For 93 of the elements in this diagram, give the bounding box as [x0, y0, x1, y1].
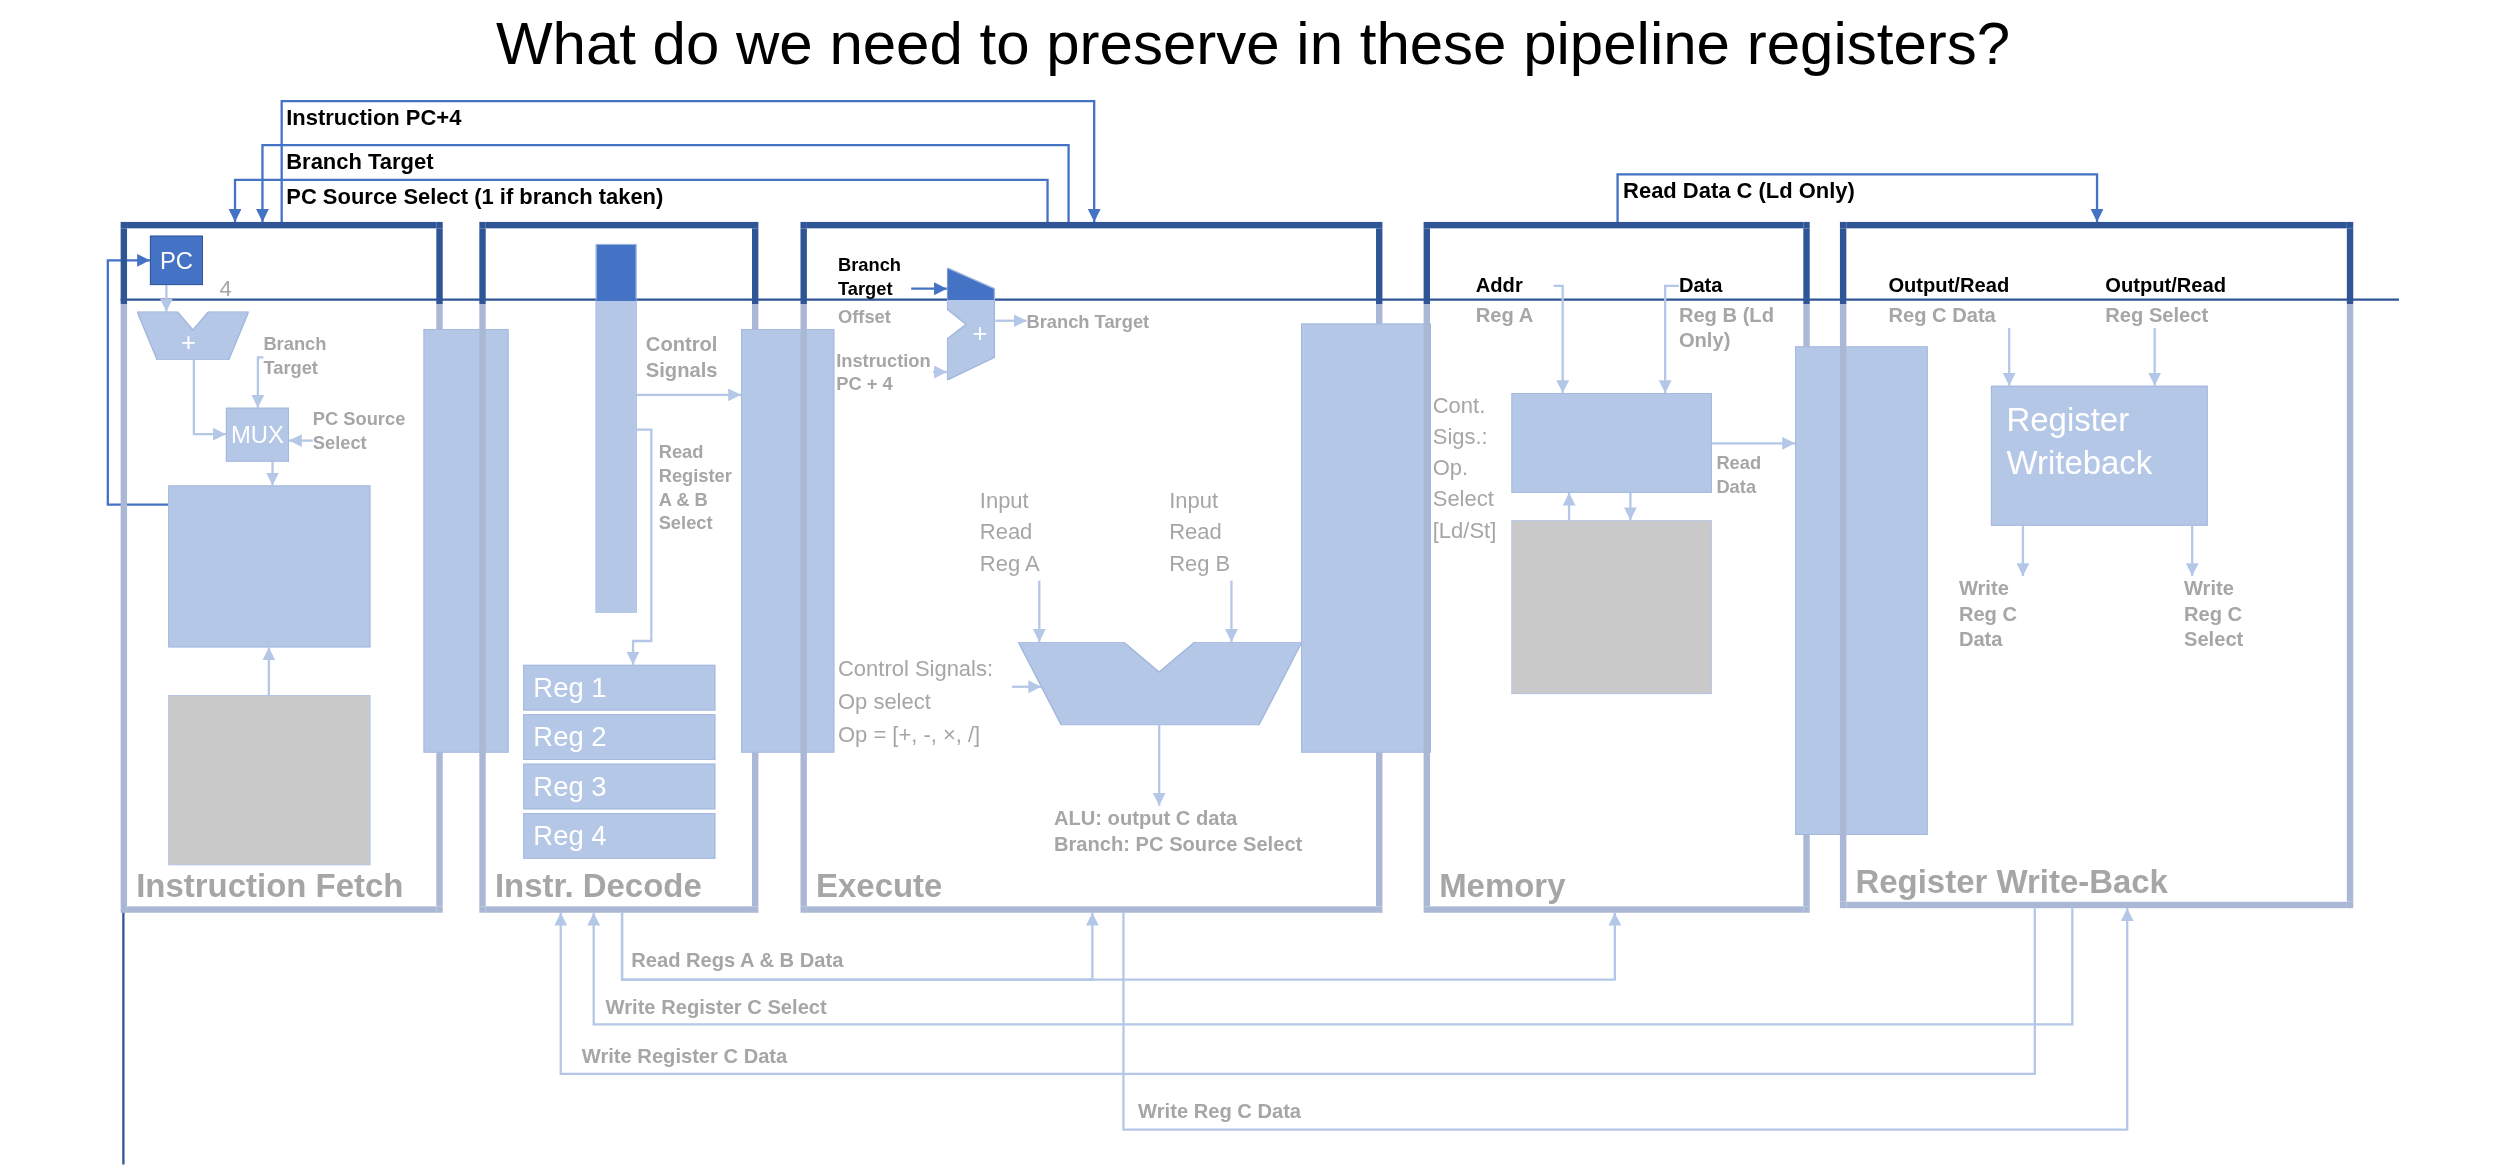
memory-box	[168, 695, 371, 866]
signal-label: Offset	[838, 305, 891, 329]
signal-label: Reg B (Ld Only)	[1678, 302, 1775, 354]
signal-label: Output/Read	[2105, 273, 2227, 299]
arrow	[1562, 492, 1576, 521]
alu-symbol	[1018, 641, 1302, 726]
signal-label: Input Read Reg B	[1169, 485, 1243, 581]
stage-box	[1839, 221, 2354, 909]
signal-label: Op = [+, -, ×, /]	[838, 720, 981, 749]
signal-label: Cont. Sigs.: Op. Select [Ld/St]	[1432, 392, 1498, 545]
arrow	[911, 282, 947, 296]
arrow	[554, 908, 2036, 1075]
stage-title: Register Write-Back	[1855, 863, 2168, 900]
arrow	[636, 388, 741, 402]
signal-label: Op select	[838, 687, 931, 716]
arrow	[995, 314, 1027, 328]
arrow	[2148, 328, 2162, 386]
process-box	[1990, 385, 2208, 526]
mux-box	[225, 407, 289, 462]
signal-label: Instruction PC + 4	[836, 348, 934, 396]
arrow	[160, 285, 173, 312]
arrow	[1152, 725, 1166, 806]
stage-title: Memory	[1439, 867, 1566, 905]
decoder-bar	[595, 243, 637, 613]
arrow	[2002, 328, 2016, 386]
arrow	[1658, 284, 1679, 394]
signal-label: Write Reg C Select	[2183, 576, 2262, 653]
arrow	[933, 365, 947, 379]
box-label: MUX	[231, 420, 284, 449]
pipeline-register-bar	[423, 329, 509, 753]
arrow	[1624, 492, 1637, 521]
pipeline-register-bar	[1795, 346, 1928, 835]
arrow	[1122, 908, 2134, 1131]
arrow	[1032, 580, 1046, 642]
constant-label: 4	[219, 274, 232, 303]
register-box	[523, 714, 716, 760]
stage-title: Instruction Fetch	[136, 867, 404, 905]
box-label: Reg 2	[533, 720, 607, 754]
box-label: Reg 1	[533, 671, 607, 705]
box-label: Reg 4	[533, 819, 607, 853]
arrow	[262, 647, 276, 695]
box-label: PC	[159, 246, 193, 275]
signal-label: PC Source Select	[312, 406, 416, 475]
plus-sign: +	[972, 320, 988, 347]
box-label: Register Writeback	[2006, 400, 2154, 483]
plus-sign: +	[181, 329, 196, 356]
arrow	[1011, 680, 1042, 694]
register-box	[523, 813, 716, 859]
arrow	[2185, 525, 2199, 577]
adder-symbol	[137, 311, 249, 361]
signal-label: ALU: output C data	[1053, 805, 1238, 832]
arrow	[2016, 525, 2030, 577]
signal-label: Branch Target	[838, 253, 903, 301]
arrow	[1553, 284, 1570, 394]
arrow	[192, 360, 226, 441]
register-box	[523, 763, 716, 810]
signal-label: Reg C Data	[1888, 302, 1996, 329]
signal-label: Input Read Reg A	[979, 485, 1054, 581]
arrow	[1711, 436, 1796, 450]
stage-title: Instr. Decode	[494, 867, 702, 905]
arrow	[106, 253, 169, 506]
register-box	[523, 664, 716, 711]
arrow	[1225, 580, 1238, 642]
stage-title: Execute	[816, 867, 943, 905]
process-box	[168, 485, 371, 648]
arrow	[289, 434, 313, 447]
memory-box	[1511, 520, 1712, 695]
signal-label: Reg Select	[2105, 302, 2209, 329]
signal-label: Branch Target	[1026, 309, 1164, 334]
signal-label: Branch: PC Source Select	[1053, 831, 1303, 857]
slide-title: What do we need to preserve in these pipeline registers?	[495, 9, 2011, 79]
adder-symbol	[946, 267, 996, 381]
arrow	[626, 428, 653, 665]
stage-box	[120, 221, 443, 913]
arrow	[228, 178, 1049, 222]
arrow	[251, 356, 265, 408]
arrow	[280, 100, 1101, 222]
arrow	[587, 908, 2074, 1026]
register-box	[149, 235, 203, 286]
signal-label: Branch Target	[263, 331, 341, 387]
process-box	[1511, 393, 1712, 493]
signal-label: Control Signals:	[838, 654, 993, 683]
signal-label: Reg A	[1475, 302, 1534, 329]
signal-label: Write Reg C Data	[1958, 576, 2028, 653]
box-label: Reg 3	[533, 770, 607, 803]
arrow	[620, 912, 1622, 981]
signal-label: Data	[1678, 273, 1723, 299]
arrow	[266, 461, 279, 486]
arrow	[256, 143, 1070, 222]
pipeline-register-bar	[741, 329, 835, 753]
arrow	[1616, 173, 2104, 222]
signal-label: Output/Read	[1888, 273, 2010, 299]
signal-label: Addr	[1475, 273, 1523, 299]
